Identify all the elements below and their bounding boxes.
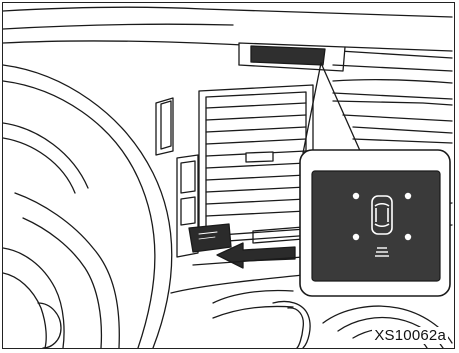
parking-assist-indicator-display xyxy=(312,171,440,281)
left-small-vent xyxy=(156,98,173,155)
figure-frame: XS10062a xyxy=(2,2,455,349)
parking-assist-switch xyxy=(189,224,231,252)
center-air-vent xyxy=(199,85,313,243)
sensor-dot-icon xyxy=(405,193,411,199)
dashboard-illustration xyxy=(3,3,455,349)
top-display-slot xyxy=(239,43,452,71)
callout-lines xyxy=(303,63,361,153)
steering-wheel xyxy=(3,65,172,348)
dashboard-top-lines xyxy=(3,7,452,65)
car-top-view-icon xyxy=(372,196,392,234)
sensor-dot-icon xyxy=(405,234,411,240)
sensor-dot-icon xyxy=(353,234,359,240)
figure-reference-code: XS10062a xyxy=(372,327,448,344)
sensor-dot-icon xyxy=(353,193,359,199)
